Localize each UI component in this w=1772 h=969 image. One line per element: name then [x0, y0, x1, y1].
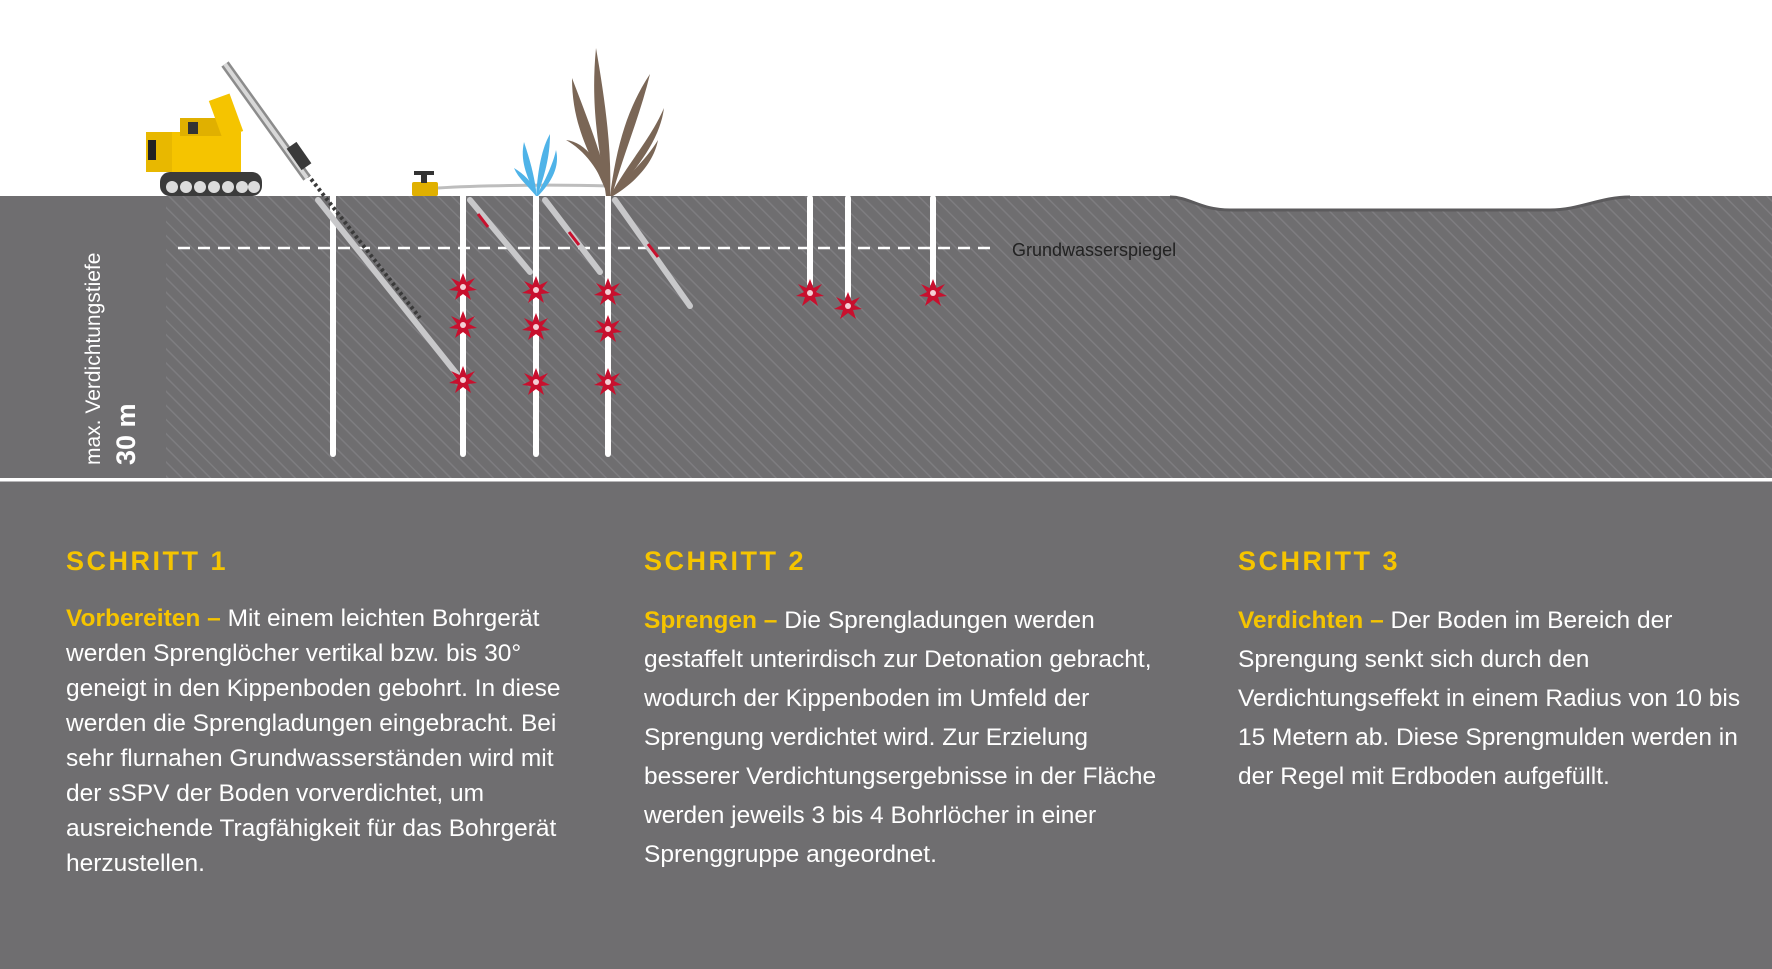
sky-background [0, 0, 1772, 196]
depth-label-text: max. Verdichtungstiefe [82, 253, 105, 465]
step-1-panel: SCHRITT 1 Vorbereiten – Mit einem leicht… [66, 546, 566, 881]
ground-section [0, 196, 1772, 478]
soil-eruption-icon [566, 48, 664, 196]
charge-mark [646, 243, 660, 258]
charge-mark [476, 213, 490, 228]
step-1-description: Vorbereiten – Mit einem leichten Bohrger… [66, 601, 566, 881]
groundwater-label: Grundwasserspiegel [1012, 240, 1176, 260]
detonator-icon [412, 171, 438, 196]
water-fountain-icon [514, 134, 558, 196]
detonation-cable [437, 183, 611, 190]
depth-label-column [0, 196, 166, 478]
info-panel [0, 481, 1772, 969]
step-1-lead: Vorbereiten – [66, 605, 221, 632]
drill-rig-icon [146, 61, 312, 196]
step-2-description: Sprengen – Die Sprengladungen werden ges… [644, 601, 1164, 874]
step-2-panel: SCHRITT 2 Sprengen – Die Sprengladungen … [644, 546, 1164, 874]
drill-rod [298, 163, 422, 320]
step-3-panel: SCHRITT 3 Verdichten – Der Boden im Bere… [1238, 546, 1748, 796]
step-3-description: Verdichten – Der Boden im Bereich der Sp… [1238, 601, 1748, 796]
depth-value-text: 30 m [111, 403, 141, 465]
step-2-lead: Sprengen – [644, 607, 778, 634]
step-3-title: SCHRITT 3 [1238, 546, 1401, 576]
step-2-title: SCHRITT 2 [644, 546, 807, 576]
step-3-text: Der Boden im Bereich der Sprengung senkt… [1238, 607, 1741, 790]
step-2-text: Die Sprengladungen werden gestaffelt unt… [644, 607, 1157, 868]
charge-mark [567, 231, 581, 246]
step-1-title: SCHRITT 1 [66, 546, 229, 576]
borehole-inclined-1 [315, 197, 463, 381]
surface-line [1169, 195, 1631, 212]
step-1-text: Mit einem leichten Bohrgerät werden Spre… [66, 605, 561, 877]
borehole-inclined-4 [612, 197, 693, 309]
step-3-lead: Verdichten – [1238, 607, 1384, 634]
depth-label: max. Verdichtungstiefe 30 m [82, 253, 141, 465]
borehole-inclined-2 [467, 197, 533, 275]
